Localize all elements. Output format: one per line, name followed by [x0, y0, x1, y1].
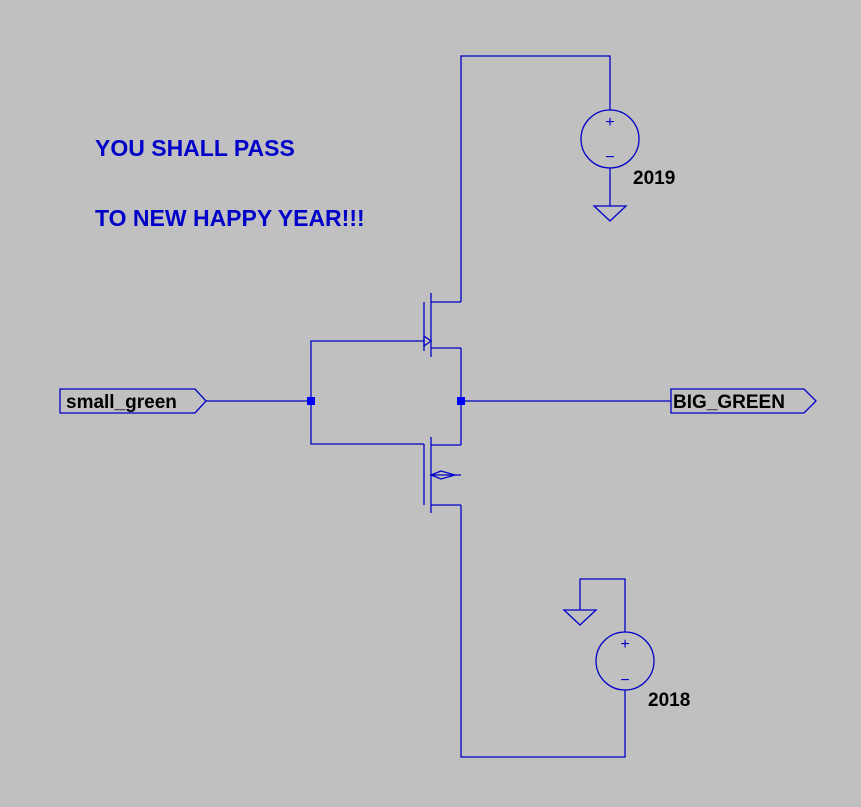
- source-bottom-minus: −: [620, 672, 629, 689]
- nmos-arrow: [429, 470, 458, 480]
- input-port[interactable]: small_green: [59, 388, 207, 414]
- source-top-plus: +: [605, 114, 614, 131]
- junction-input: [307, 397, 315, 405]
- source-top-value: 2019: [633, 168, 675, 189]
- source-top-minus: −: [605, 149, 614, 166]
- input-port-flag: [59, 388, 207, 414]
- output-port-flag: [670, 388, 817, 414]
- output-port[interactable]: BIG_GREEN: [670, 388, 817, 414]
- junction-output: [457, 397, 465, 405]
- voltage-source-bottom[interactable]: + − 2018: [460, 505, 690, 758]
- pmos-arrow: [423, 334, 433, 348]
- voltage-source-top[interactable]: + − 2019: [460, 55, 675, 302]
- comment-line-2: TO NEW HAPPY YEAR!!!: [95, 205, 365, 231]
- wire-bottom-ground: [579, 578, 626, 632]
- wire-top-supply: [460, 55, 611, 302]
- comment-line-1: YOU SHALL PASS: [95, 135, 295, 161]
- wire-nmos-gate: [310, 401, 424, 445]
- wire-bottom-supply: [460, 505, 626, 758]
- source-bottom-plus: +: [620, 636, 629, 653]
- wire-pmos-gate: [310, 340, 424, 401]
- output-port-label: BIG_GREEN: [673, 392, 785, 413]
- ground-symbol-top: [592, 205, 628, 222]
- input-port-label: small_green: [66, 392, 177, 413]
- ground-symbol-bottom: [562, 609, 598, 626]
- pmos-transistor[interactable]: [310, 293, 461, 401]
- nmos-transistor[interactable]: [310, 401, 461, 513]
- source-bottom-value: 2018: [648, 690, 690, 711]
